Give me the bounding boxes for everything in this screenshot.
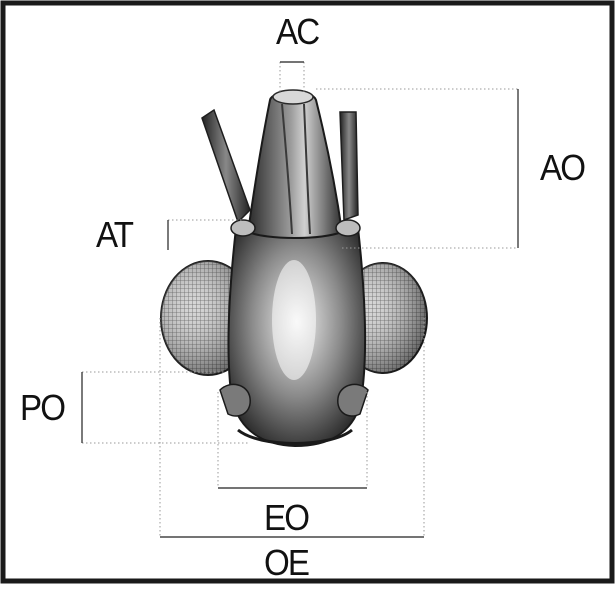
ao-label: AO [540,150,584,186]
po-label: PO [20,390,64,426]
at-label: AT [96,217,132,253]
rostrum [248,92,342,238]
rostrum-tip [273,90,313,104]
specimen-head [161,90,427,446]
left-postocular-lobe [220,384,250,416]
right-antennal-socket [336,220,360,236]
left-antenna [202,110,250,222]
left-antennal-socket [231,220,255,236]
ac-label: AC [276,14,318,50]
right-postocular-lobe [338,384,368,416]
oe-label: OE [264,545,308,581]
right-antenna [340,112,358,220]
eo-label: EO [264,500,308,536]
